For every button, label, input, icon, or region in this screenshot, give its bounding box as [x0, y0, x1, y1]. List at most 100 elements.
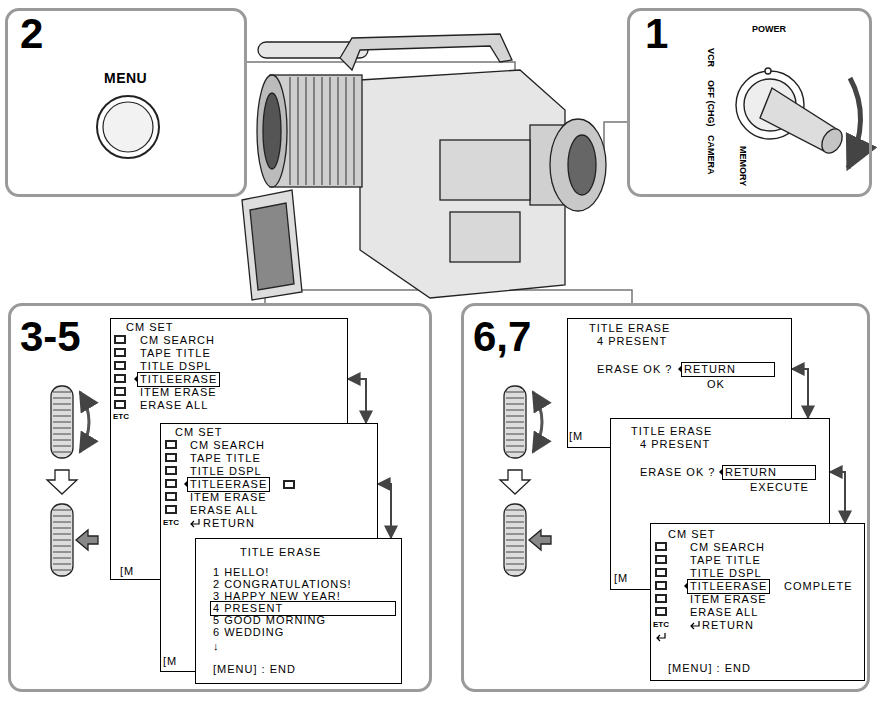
menu-transition-arrow [792, 369, 808, 418]
menu-icon [114, 387, 126, 396]
lens-ridge [298, 77, 299, 185]
menu-text: CM SEARCH [140, 334, 215, 347]
menu-icon [165, 466, 177, 475]
menu-text: RETURN [702, 619, 754, 632]
menu-text: ↓ [213, 640, 220, 653]
menu-text: 1 HELLO! [213, 566, 269, 579]
menu-text: 2 CONGRATULATIONS! [213, 578, 352, 591]
control-label: OFF (CHG) [706, 80, 716, 127]
menu-icon [114, 361, 126, 370]
menu-text: TITLE ERASE [589, 322, 670, 335]
step-number: 1 [645, 12, 668, 56]
return-icon [691, 621, 699, 629]
menu-text: [M [614, 572, 628, 585]
menu-text: 4 PRESENT [210, 601, 396, 616]
menu-text: COMPLETE [784, 580, 853, 593]
menu-text: [M [163, 655, 177, 668]
menu-text: ITEM ERASE [690, 593, 767, 606]
menu-text: 4 PRESENT [640, 438, 710, 451]
menu-text: RETURN [203, 517, 255, 530]
menu-text: [MENU] : END [213, 663, 296, 676]
lens-ridge [338, 77, 339, 185]
menu-text: [MENU] : END [668, 662, 751, 675]
menu-text: ERASE OK ? [640, 466, 715, 479]
menu-text: EXECUTE [750, 481, 809, 494]
menu-text: RETURN [722, 465, 816, 480]
menu-icon [655, 607, 667, 616]
menu-text: TITLE ERASE [631, 425, 712, 438]
menu-icon [114, 335, 126, 344]
menu-screen: CM SETCM SEARCHTAPE TITLETITLE DSPLTITLE… [650, 523, 865, 681]
menu-icon [655, 594, 667, 603]
menu-text: 5 GOOD MORNING [213, 614, 326, 627]
menu-text: TITLEERASE [187, 477, 270, 492]
menu-text: 6 WEDDING [213, 626, 284, 639]
step-number: 2 [20, 12, 43, 56]
return-icon [657, 633, 665, 641]
lens-ridge [290, 77, 291, 185]
power-switch [736, 68, 861, 168]
menu-icon [655, 555, 667, 564]
lens-ridge [354, 77, 355, 185]
menu-text: TITLE ERASE [240, 546, 321, 559]
menu-text: ETC [653, 620, 669, 629]
menu-text: TAPE TITLE [190, 452, 261, 465]
menu-icon [655, 581, 667, 590]
menu-icon [655, 568, 667, 577]
menu-text: CM SEARCH [690, 541, 765, 554]
step-panel: 2MENU [5, 8, 247, 197]
menu-text: ITEM ERASE [190, 491, 267, 504]
menu-transition-arrow [348, 379, 366, 423]
step-number: 3-5 [20, 315, 81, 359]
menu-text: CM SET [668, 528, 716, 541]
step-panel: 3-5CM SETCM SEARCHTAPE TITLETITLE DSPLTI… [8, 303, 432, 692]
menu-icon [165, 492, 177, 501]
menu-text: ETC [113, 412, 129, 421]
menu-text: ETC [163, 518, 179, 527]
control-label: MEMORY [738, 146, 748, 186]
menu-text: CM SET [126, 321, 174, 334]
menu-text: TITLEERASE [137, 372, 220, 387]
menu-transition-arrow [830, 472, 845, 523]
menu-text: [M [569, 430, 583, 443]
step-panel: 1POWERVCROFF (CHG)CAMERAMEMORY [627, 8, 872, 197]
menu-text: 4 PRESENT [597, 335, 667, 348]
menu-icon [165, 453, 177, 462]
lens-ridge [314, 77, 315, 185]
menu-icon [114, 374, 126, 383]
menu-text: ERASE ALL [140, 399, 208, 412]
step-panel: 6,7TITLE ERASE4 PRESENTERASE OK ?RETURNO… [461, 303, 870, 692]
lens-ridge [322, 77, 323, 185]
menu-button [97, 96, 159, 158]
menu-icon [655, 542, 667, 551]
menu-text: RETURN [681, 362, 775, 377]
camcorder-body [242, 34, 606, 300]
menu-text: ITEM ERASE [140, 386, 217, 399]
menu-screen: TITLE ERASE1 HELLO!2 CONGRATULATIONS!3 H… [195, 538, 402, 684]
menu-text: ERASE ALL [690, 606, 758, 619]
menu-text: TITLEERASE [687, 579, 770, 594]
control-dial [47, 386, 98, 576]
menu-text: TAPE TITLE [140, 347, 211, 360]
lens-ridge [346, 77, 347, 185]
menu-text: CM SEARCH [190, 439, 265, 452]
control-label: MENU [104, 70, 147, 86]
control-dial [500, 386, 551, 576]
menu-text: ERASE OK ? [597, 363, 672, 376]
control-label: VCR [706, 48, 716, 67]
return-icon [191, 519, 199, 527]
menu-text: [M [120, 565, 134, 578]
step-number: 6,7 [473, 315, 531, 359]
menu-text: ERASE ALL [190, 504, 258, 517]
menu-transition-arrow [378, 484, 391, 538]
menu-icon [283, 480, 295, 489]
leader-lines [247, 62, 632, 303]
menu-text: TAPE TITLE [690, 554, 761, 567]
menu-icon [165, 440, 177, 449]
menu-text: OK [707, 378, 725, 391]
menu-icon [114, 348, 126, 357]
lens-ridge [330, 77, 331, 185]
menu-icon [165, 479, 177, 488]
menu-text: CM SET [175, 426, 223, 439]
